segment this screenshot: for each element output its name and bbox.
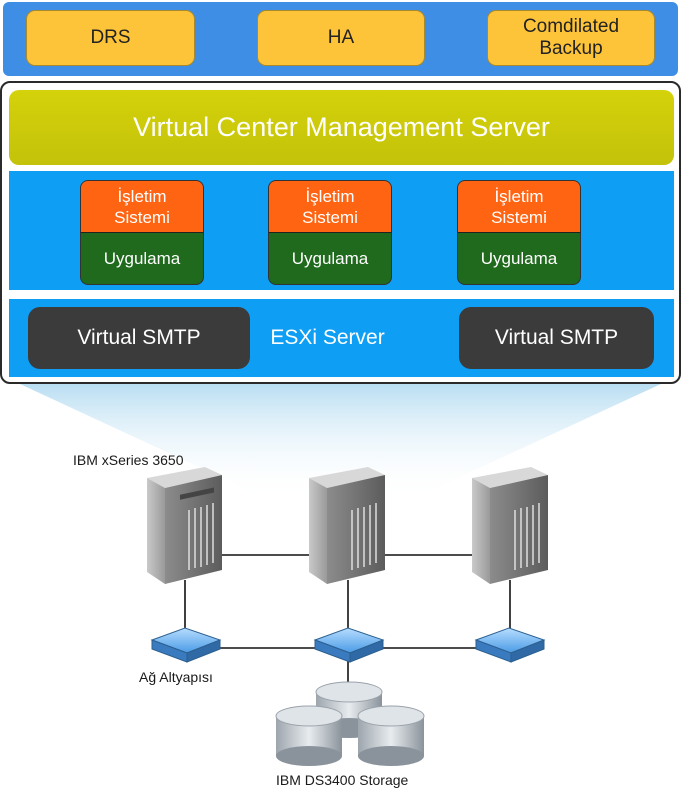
network-caption: Ağ Altyapısı [139, 669, 213, 685]
esxi-server-label: ESXi Server [270, 326, 385, 349]
vm-2-os-box: İşletim Sistemi [268, 180, 392, 232]
server-caption: IBM xSeries 3650 [73, 452, 184, 468]
vm-3-os-box: İşletim Sistemi [457, 180, 581, 232]
virtual-smtp-left: Virtual SMTP [28, 307, 250, 369]
ha-box: HA [257, 10, 425, 66]
vm-2-app-box: Uygulama [268, 232, 392, 285]
vm-1-os-box: İşletim Sistemi [80, 180, 204, 232]
server-tower-icon [472, 467, 548, 584]
server-tower-icon [309, 467, 385, 584]
backup-box: Comdilated Backup [487, 10, 655, 66]
network-switch-icon [313, 627, 385, 663]
server-tower-icon [147, 467, 222, 584]
drs-box: DRS [26, 10, 195, 66]
vm-3-app-box: Uygulama [457, 232, 581, 285]
vm-1-app-box: Uygulama [80, 232, 204, 285]
network-switch-icon [150, 627, 222, 663]
vcms-box: Virtual Center Management Server [9, 90, 674, 165]
storage-caption: IBM DS3400 Storage [276, 772, 409, 788]
storage-disk-icon [275, 681, 425, 766]
virtual-smtp-right: Virtual SMTP [459, 307, 654, 369]
network-switch-icon [474, 627, 546, 663]
